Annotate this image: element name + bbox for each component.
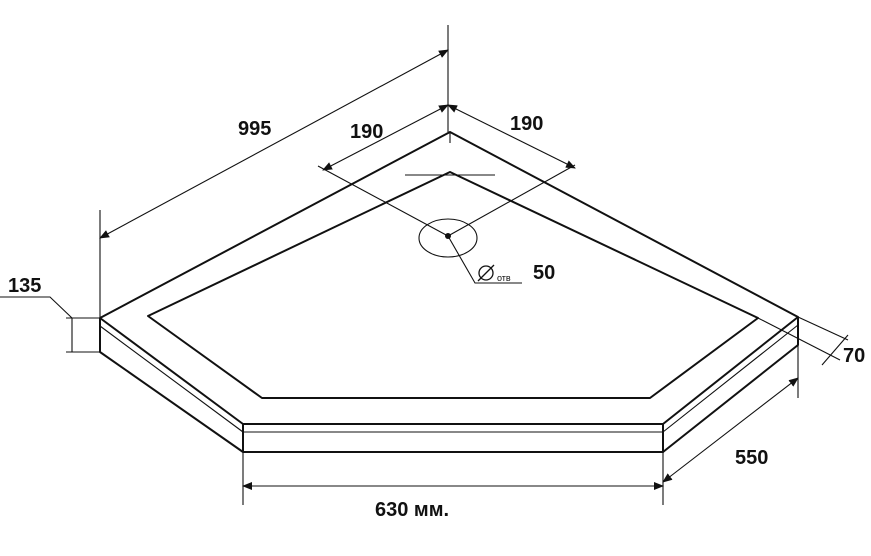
dimension-line-190-right (447, 104, 576, 169)
diagonal-value: 995 (238, 118, 271, 140)
left-face-mid-line (99, 325, 244, 433)
right-face-mid-line (662, 324, 799, 433)
drain: отв 50 (317, 164, 576, 284)
drain-label: отв (497, 273, 511, 283)
height-leader-line (0, 296, 73, 319)
left-width-value: 190 (350, 121, 383, 143)
tray-left-face (99, 318, 244, 453)
dimension-line-995 (99, 49, 449, 239)
rim-value: 70 (843, 345, 865, 367)
rim-ext-outer (797, 316, 849, 341)
tray-inner-basin-edge (147, 171, 759, 399)
tray-front-face (243, 424, 664, 453)
dimension-70: 70 (757, 316, 865, 367)
dimension-135: 135 (0, 275, 100, 353)
drain-diameter-value: 50 (533, 262, 555, 284)
right-width-value: 190 (510, 113, 543, 135)
dimension-630: 630 мм. (242, 452, 664, 521)
tray-top-outer-edge (99, 131, 799, 425)
side-depth-value: 550 (735, 447, 768, 469)
height-value: 135 (8, 275, 41, 297)
drain-guide-right (447, 164, 576, 237)
front-width-value: 630 мм. (375, 499, 449, 521)
dimension-995: 995 (99, 25, 449, 318)
rim-ext-inner (757, 317, 841, 361)
drain-leader-line (447, 235, 522, 284)
depth-dimension-line (662, 377, 799, 483)
dimension-550: 550 (662, 345, 799, 505)
tray-outline (99, 131, 799, 453)
dimension-190-pair: 190 190 (322, 104, 576, 171)
dimension-line-190-left (322, 104, 449, 171)
rim-dimension-line (821, 334, 849, 366)
diameter-symbol-icon (477, 264, 495, 282)
